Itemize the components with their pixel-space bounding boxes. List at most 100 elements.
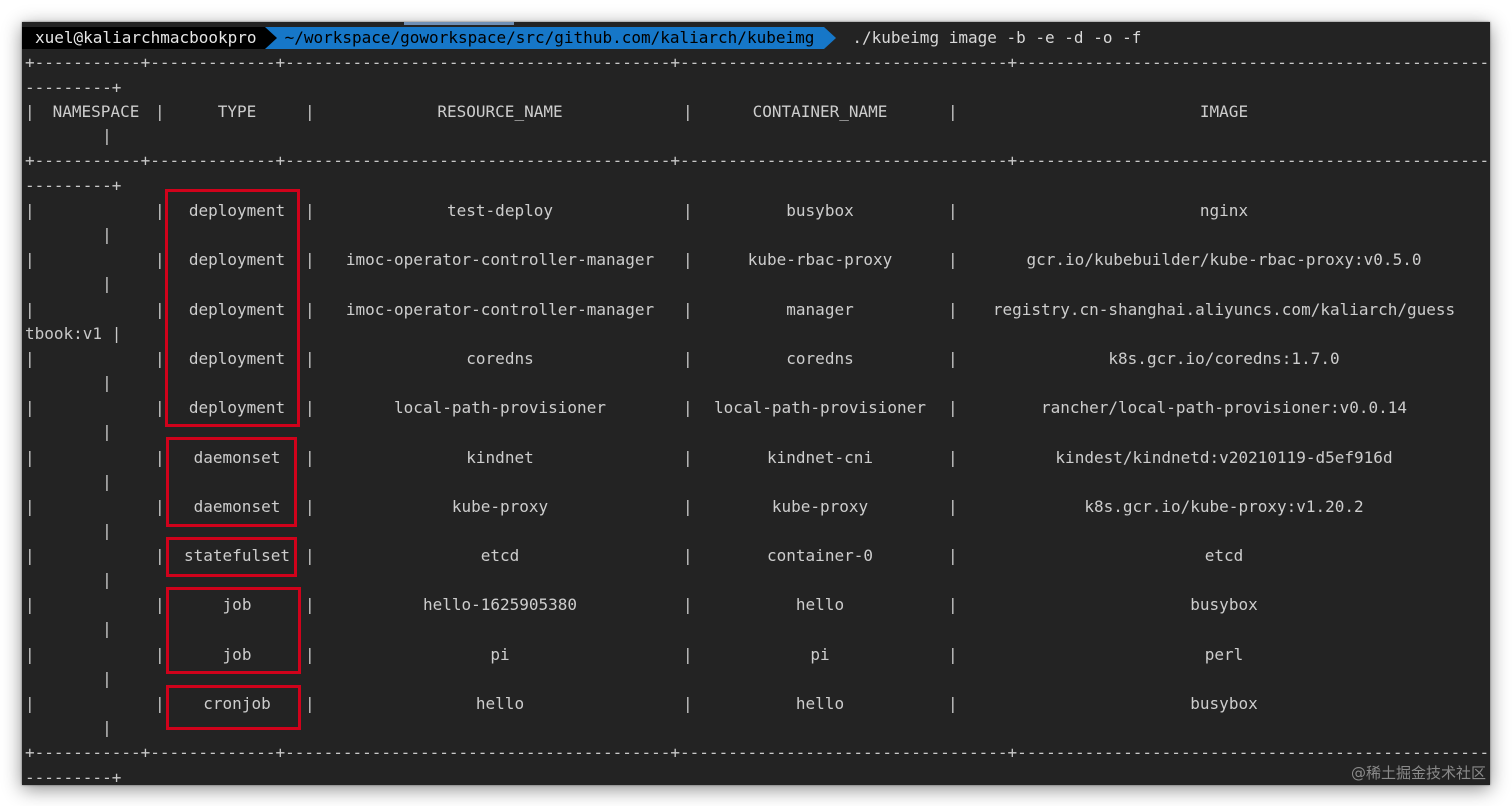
cell-container: hello <box>795 694 845 713</box>
cell-namespace <box>32 299 160 321</box>
cell-type: deployment <box>188 349 286 368</box>
cell-container: kindnet-cni <box>767 448 873 467</box>
cell-resource: hello-1625905380 <box>422 595 578 614</box>
column-header-resource: RESOURCE_NAME <box>437 102 563 121</box>
table-pipe: | <box>948 645 958 664</box>
table-pipe: | <box>25 546 35 565</box>
table-pipe: | <box>155 546 165 565</box>
shell-prompt: xuel@kaliarchmacbookpro ~/workspace/gowo… <box>22 27 1141 49</box>
cell-image: kindest/kindnetd:v20210119-d5ef916d <box>1055 448 1393 467</box>
highlight-box <box>166 587 301 674</box>
cell-namespace <box>32 447 160 469</box>
cell-container: kube-proxy <box>771 497 869 516</box>
cell-namespace <box>32 249 160 271</box>
table-pipe: | <box>305 300 315 319</box>
cell-container: coredns <box>786 349 854 368</box>
table-border-bottom-wrap: ---------+ <box>25 768 122 785</box>
table-pipe: | <box>683 497 693 516</box>
table-pipe: | <box>155 398 165 417</box>
table-pipe: | <box>305 201 315 220</box>
highlight-box <box>166 685 301 730</box>
table-pipe: | <box>25 694 35 713</box>
highlight-box <box>166 437 297 527</box>
table-pipe: | <box>25 645 35 664</box>
table-pipe: | <box>25 595 35 614</box>
row-wrap-text: | <box>25 570 112 589</box>
cell-namespace <box>32 496 160 518</box>
table-pipe: | <box>305 102 315 121</box>
cell-namespace <box>32 545 160 567</box>
terminal-window[interactable]: xuel@kaliarchmacbookpro ~/workspace/gowo… <box>22 22 1490 785</box>
scroll-indicator <box>404 22 514 25</box>
watermark: @稀土掘金技术社区 <box>1350 764 1486 782</box>
table-pipe: | <box>25 201 35 220</box>
cell-type: statefulset <box>184 546 290 565</box>
table-pipe: | <box>155 102 165 121</box>
table-pipe: | <box>948 448 958 467</box>
cell-container: hello <box>795 595 845 614</box>
table-pipe: | <box>155 448 165 467</box>
table-pipe: | <box>683 102 693 121</box>
cell-image: nginx <box>1199 201 1249 220</box>
table-pipe: | <box>155 497 165 516</box>
row-wrap-text: | <box>25 373 112 392</box>
table-pipe: | <box>683 398 693 417</box>
cell-container: busybox <box>786 201 854 220</box>
table-border-header: +-----------+-------------+-------------… <box>25 151 1490 170</box>
prompt-path: ~/workspace/goworkspace/src/github.com/k… <box>276 27 825 49</box>
table-pipe: | <box>948 694 958 713</box>
cell-image: perl <box>1204 645 1244 664</box>
cell-image: k8s.gcr.io/kube-proxy:v1.20.2 <box>1084 497 1364 516</box>
cell-container: container-0 <box>767 546 873 565</box>
column-header-image: IMAGE <box>1199 102 1249 121</box>
row-wrap-text: | <box>25 669 112 688</box>
cell-container: local-path-provisioner <box>714 398 926 417</box>
row-wrap-text: | <box>25 274 112 293</box>
prompt-user-host: xuel@kaliarchmacbookpro <box>22 27 265 49</box>
table-pipe: | <box>948 201 958 220</box>
row-wrap-text: | <box>25 225 112 244</box>
table-pipe: | <box>948 349 958 368</box>
table-pipe: | <box>305 349 315 368</box>
table-pipe: | <box>305 645 315 664</box>
cell-image: busybox <box>1190 595 1258 614</box>
cell-resource: test-deploy <box>447 201 553 220</box>
cell-resource: imoc-operator-controller-manager <box>345 250 655 269</box>
cell-type: deployment <box>188 201 286 220</box>
cell-resource: etcd <box>480 546 520 565</box>
cell-resource: kindnet <box>466 448 534 467</box>
table-pipe: | <box>155 595 165 614</box>
table-pipe: | <box>683 201 693 220</box>
cell-resource: imoc-operator-controller-manager <box>345 300 655 319</box>
table-pipe: | <box>305 595 315 614</box>
cell-type: deployment <box>188 300 286 319</box>
table-pipe: | <box>25 349 35 368</box>
table-pipe: | <box>683 694 693 713</box>
column-header-namespace: NAMESPACE <box>52 102 140 121</box>
table-pipe: | <box>155 300 165 319</box>
cell-namespace <box>32 644 160 666</box>
row-wrap-text: | <box>25 619 112 638</box>
table-pipe: | <box>948 398 958 417</box>
cell-image: etcd <box>1204 546 1244 565</box>
table-pipe: | <box>155 694 165 713</box>
cell-type: cronjob <box>203 694 271 713</box>
cell-image: gcr.io/kubebuilder/kube-rbac-proxy:v0.5.… <box>1026 250 1422 269</box>
row-wrap-text: | <box>25 521 112 540</box>
table-pipe: | <box>683 349 693 368</box>
table-pipe: | <box>948 250 958 269</box>
table-pipe: | <box>155 349 165 368</box>
cell-image: busybox <box>1190 694 1258 713</box>
cell-container: kube-rbac-proxy <box>747 250 893 269</box>
cell-namespace <box>32 693 160 715</box>
table-pipe: | <box>305 448 315 467</box>
powerline-arrow-icon <box>824 27 837 49</box>
cell-type: daemonset <box>193 448 281 467</box>
column-header-container: CONTAINER_NAME <box>752 102 888 121</box>
command-text[interactable]: ./kubeimg image -b -e -d -o -f <box>852 28 1142 47</box>
